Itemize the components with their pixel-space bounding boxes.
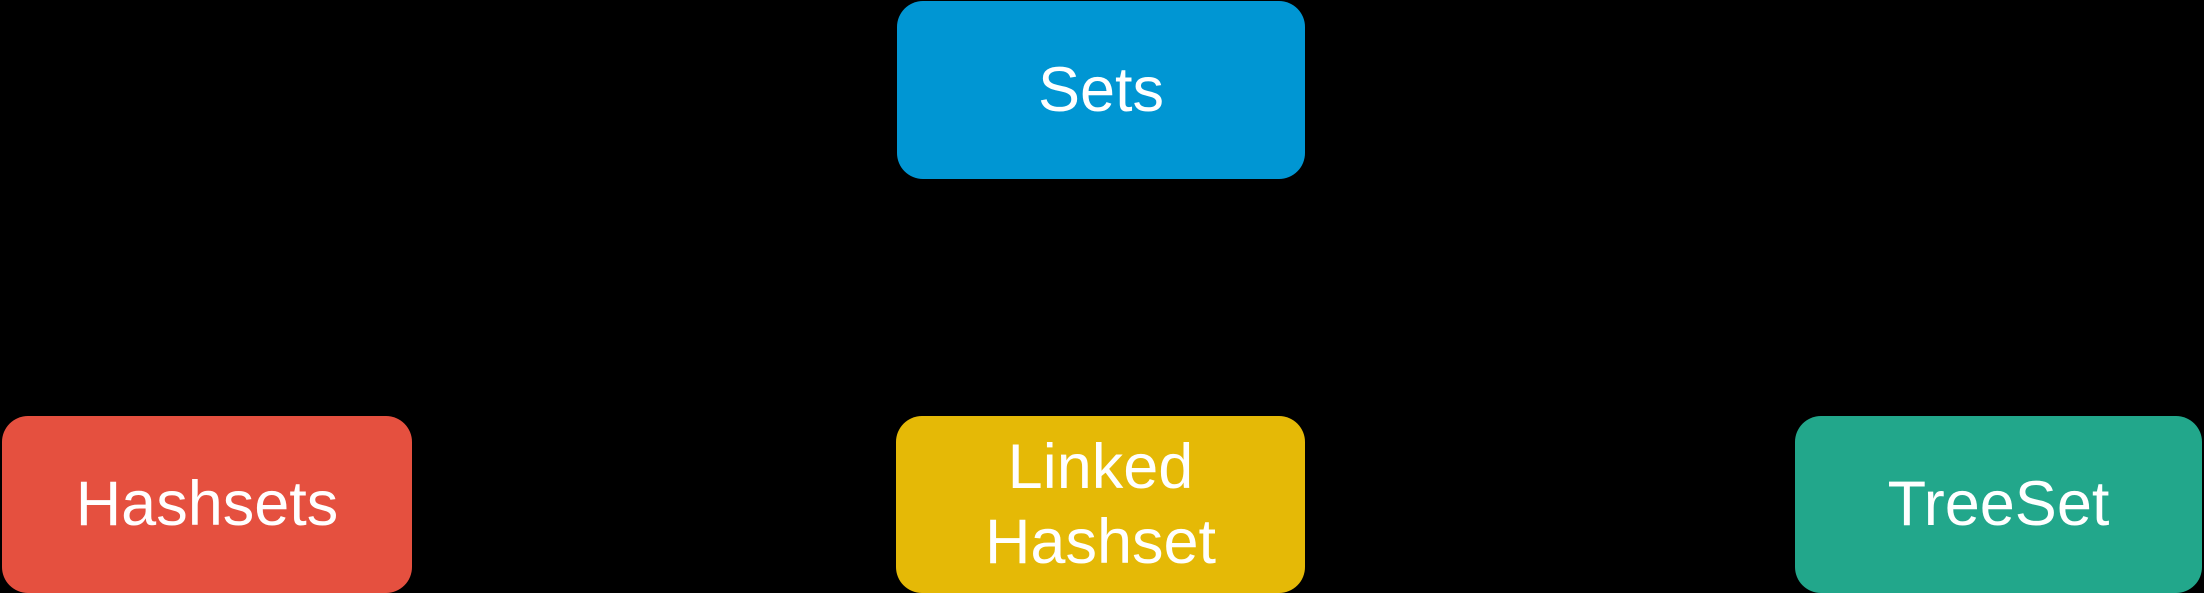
node-hashsets: Hashsets [2, 416, 412, 593]
node-treeset-label: TreeSet [1887, 469, 2110, 540]
node-linked-hashset: Linked Hashset [896, 416, 1305, 593]
node-linked-hashset-label: Linked Hashset [984, 432, 1217, 577]
node-treeset: TreeSet [1795, 416, 2202, 593]
node-sets-label: Sets [1037, 54, 1165, 125]
node-sets: Sets [897, 1, 1305, 179]
node-hashsets-label: Hashsets [75, 469, 339, 540]
